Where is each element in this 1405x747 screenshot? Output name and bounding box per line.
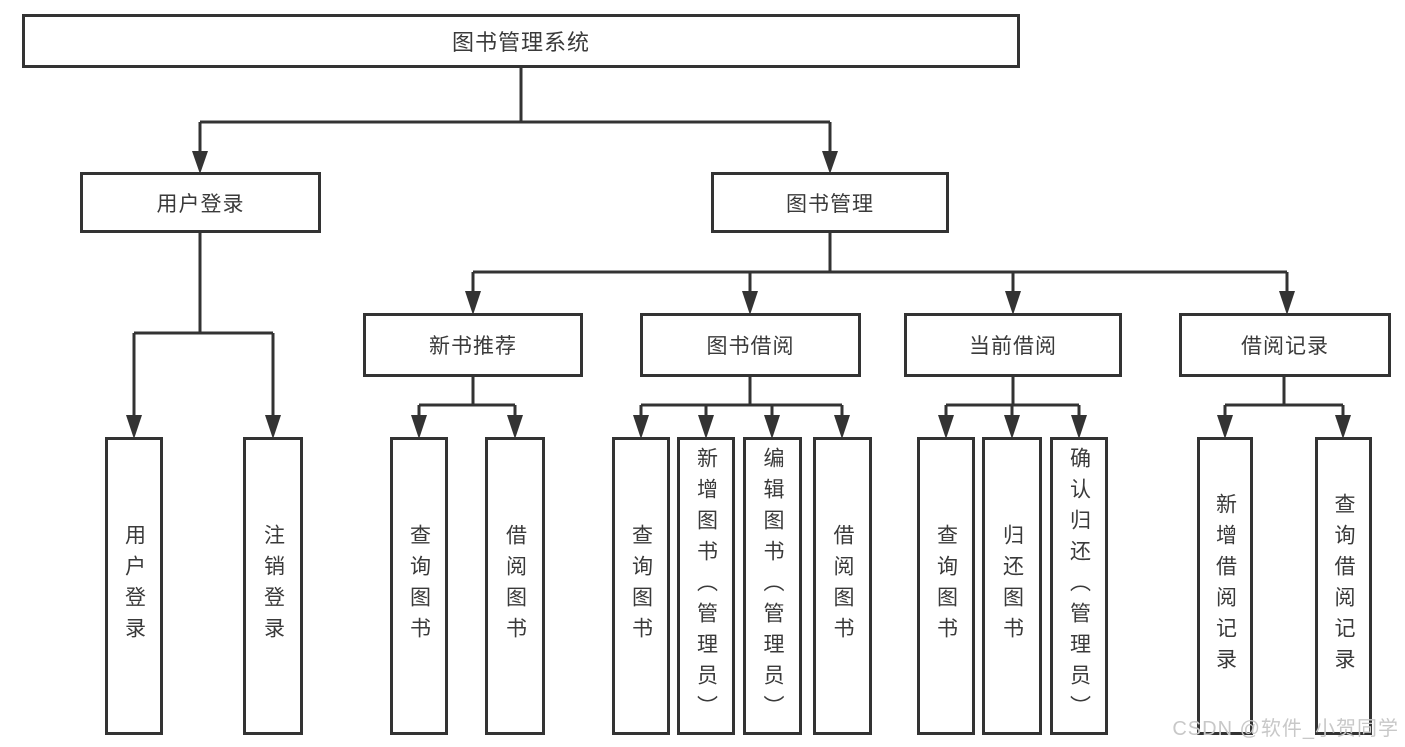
node-new-book-recommend: 新书推荐 [363, 313, 583, 377]
arrow-icon [742, 291, 758, 315]
leaf-add-book-admin-label: 新增图书（管理员） [694, 446, 718, 726]
arrow-icon [1335, 415, 1351, 439]
arrow-icon [1279, 291, 1295, 315]
node-root: 图书管理系统 [22, 14, 1020, 68]
node-borrow-records-label: 借阅记录 [1241, 335, 1329, 358]
arrow-icon [1071, 415, 1087, 439]
arrow-icon [507, 415, 523, 439]
connector-new-book-to-leaves [417, 377, 517, 417]
leaf-return-books-label: 归还图书 [1000, 524, 1024, 648]
arrow-icon [411, 415, 427, 439]
arrow-icon [633, 415, 649, 439]
leaf-borrow-books-recommend-label: 借阅图书 [503, 524, 527, 648]
node-borrow-records: 借阅记录 [1179, 313, 1391, 377]
arrow-icon [698, 415, 714, 439]
arrow-icon [1004, 415, 1020, 439]
node-root-label: 图书管理系统 [451, 30, 590, 55]
node-book-management-label: 图书管理 [786, 192, 874, 216]
node-book-borrow-label: 图书借阅 [706, 335, 795, 358]
leaf-add-borrow-record-label: 新增借阅记录 [1213, 493, 1237, 679]
arrow-icon [265, 415, 281, 439]
leaf-return-books: 归还图书 [982, 437, 1042, 735]
arrowheads [126, 151, 1351, 439]
connector-book-management-to-level3 [471, 233, 1289, 293]
leaf-query-books-borrow-label: 查询图书 [629, 524, 653, 648]
leaf-query-books-recommend-label: 查询图书 [407, 524, 431, 648]
leaf-query-borrow-record: 查询借阅记录 [1315, 437, 1372, 735]
leaf-query-books-recommend: 查询图书 [390, 437, 448, 735]
leaf-user-login: 用户登录 [105, 437, 163, 735]
arrow-icon [764, 415, 780, 439]
arrow-icon [1005, 291, 1021, 315]
leaf-edit-book-admin: 编辑图书（管理员） [743, 437, 802, 735]
node-book-management: 图书管理 [711, 172, 949, 233]
connector-current-borrow-to-leaves [944, 377, 1081, 417]
leaf-confirm-return-admin-label: 确认归还（管理员） [1067, 446, 1091, 726]
connector-user-login-to-leaves [132, 233, 275, 417]
node-user-login-label: 用户登录 [156, 192, 245, 216]
leaf-borrow-books-label: 借阅图书 [831, 524, 854, 648]
leaf-logout: 注销登录 [243, 437, 303, 735]
leaf-user-login-label: 用户登录 [122, 524, 146, 648]
leaf-query-borrow-record-label: 查询借阅记录 [1332, 493, 1355, 679]
leaf-query-books-current-label: 查询图书 [934, 524, 958, 648]
node-current-borrow: 当前借阅 [904, 313, 1122, 377]
arrow-icon [126, 415, 142, 439]
connector-root-to-level2 [198, 68, 832, 153]
node-book-borrow: 图书借阅 [640, 313, 861, 377]
node-user-login: 用户登录 [80, 172, 321, 233]
arrow-icon [1217, 415, 1233, 439]
leaf-logout-label: 注销登录 [261, 524, 285, 648]
leaf-edit-book-admin-label: 编辑图书（管理员） [761, 446, 784, 726]
arrow-icon [938, 415, 954, 439]
leaf-add-book-admin: 新增图书（管理员） [677, 437, 735, 735]
arrow-icon [192, 151, 208, 174]
leaf-query-books-borrow: 查询图书 [612, 437, 670, 735]
node-current-borrow-label: 当前借阅 [969, 335, 1057, 358]
leaf-borrow-books: 借阅图书 [813, 437, 872, 735]
leaf-add-borrow-record: 新增借阅记录 [1197, 437, 1253, 735]
node-new-book-recommend-label: 新书推荐 [429, 335, 517, 358]
arrow-icon [834, 415, 850, 439]
arrow-icon [465, 291, 481, 315]
leaf-query-books-current: 查询图书 [917, 437, 975, 735]
leaf-confirm-return-admin: 确认归还（管理员） [1050, 437, 1108, 735]
connector-borrow-records-to-leaves [1223, 377, 1345, 417]
csdn-watermark: CSDN @软件_小贺同学 [1172, 718, 1399, 740]
arrow-icon [822, 151, 838, 174]
leaf-borrow-books-recommend: 借阅图书 [485, 437, 545, 735]
connector-book-borrow-to-leaves [639, 377, 844, 417]
